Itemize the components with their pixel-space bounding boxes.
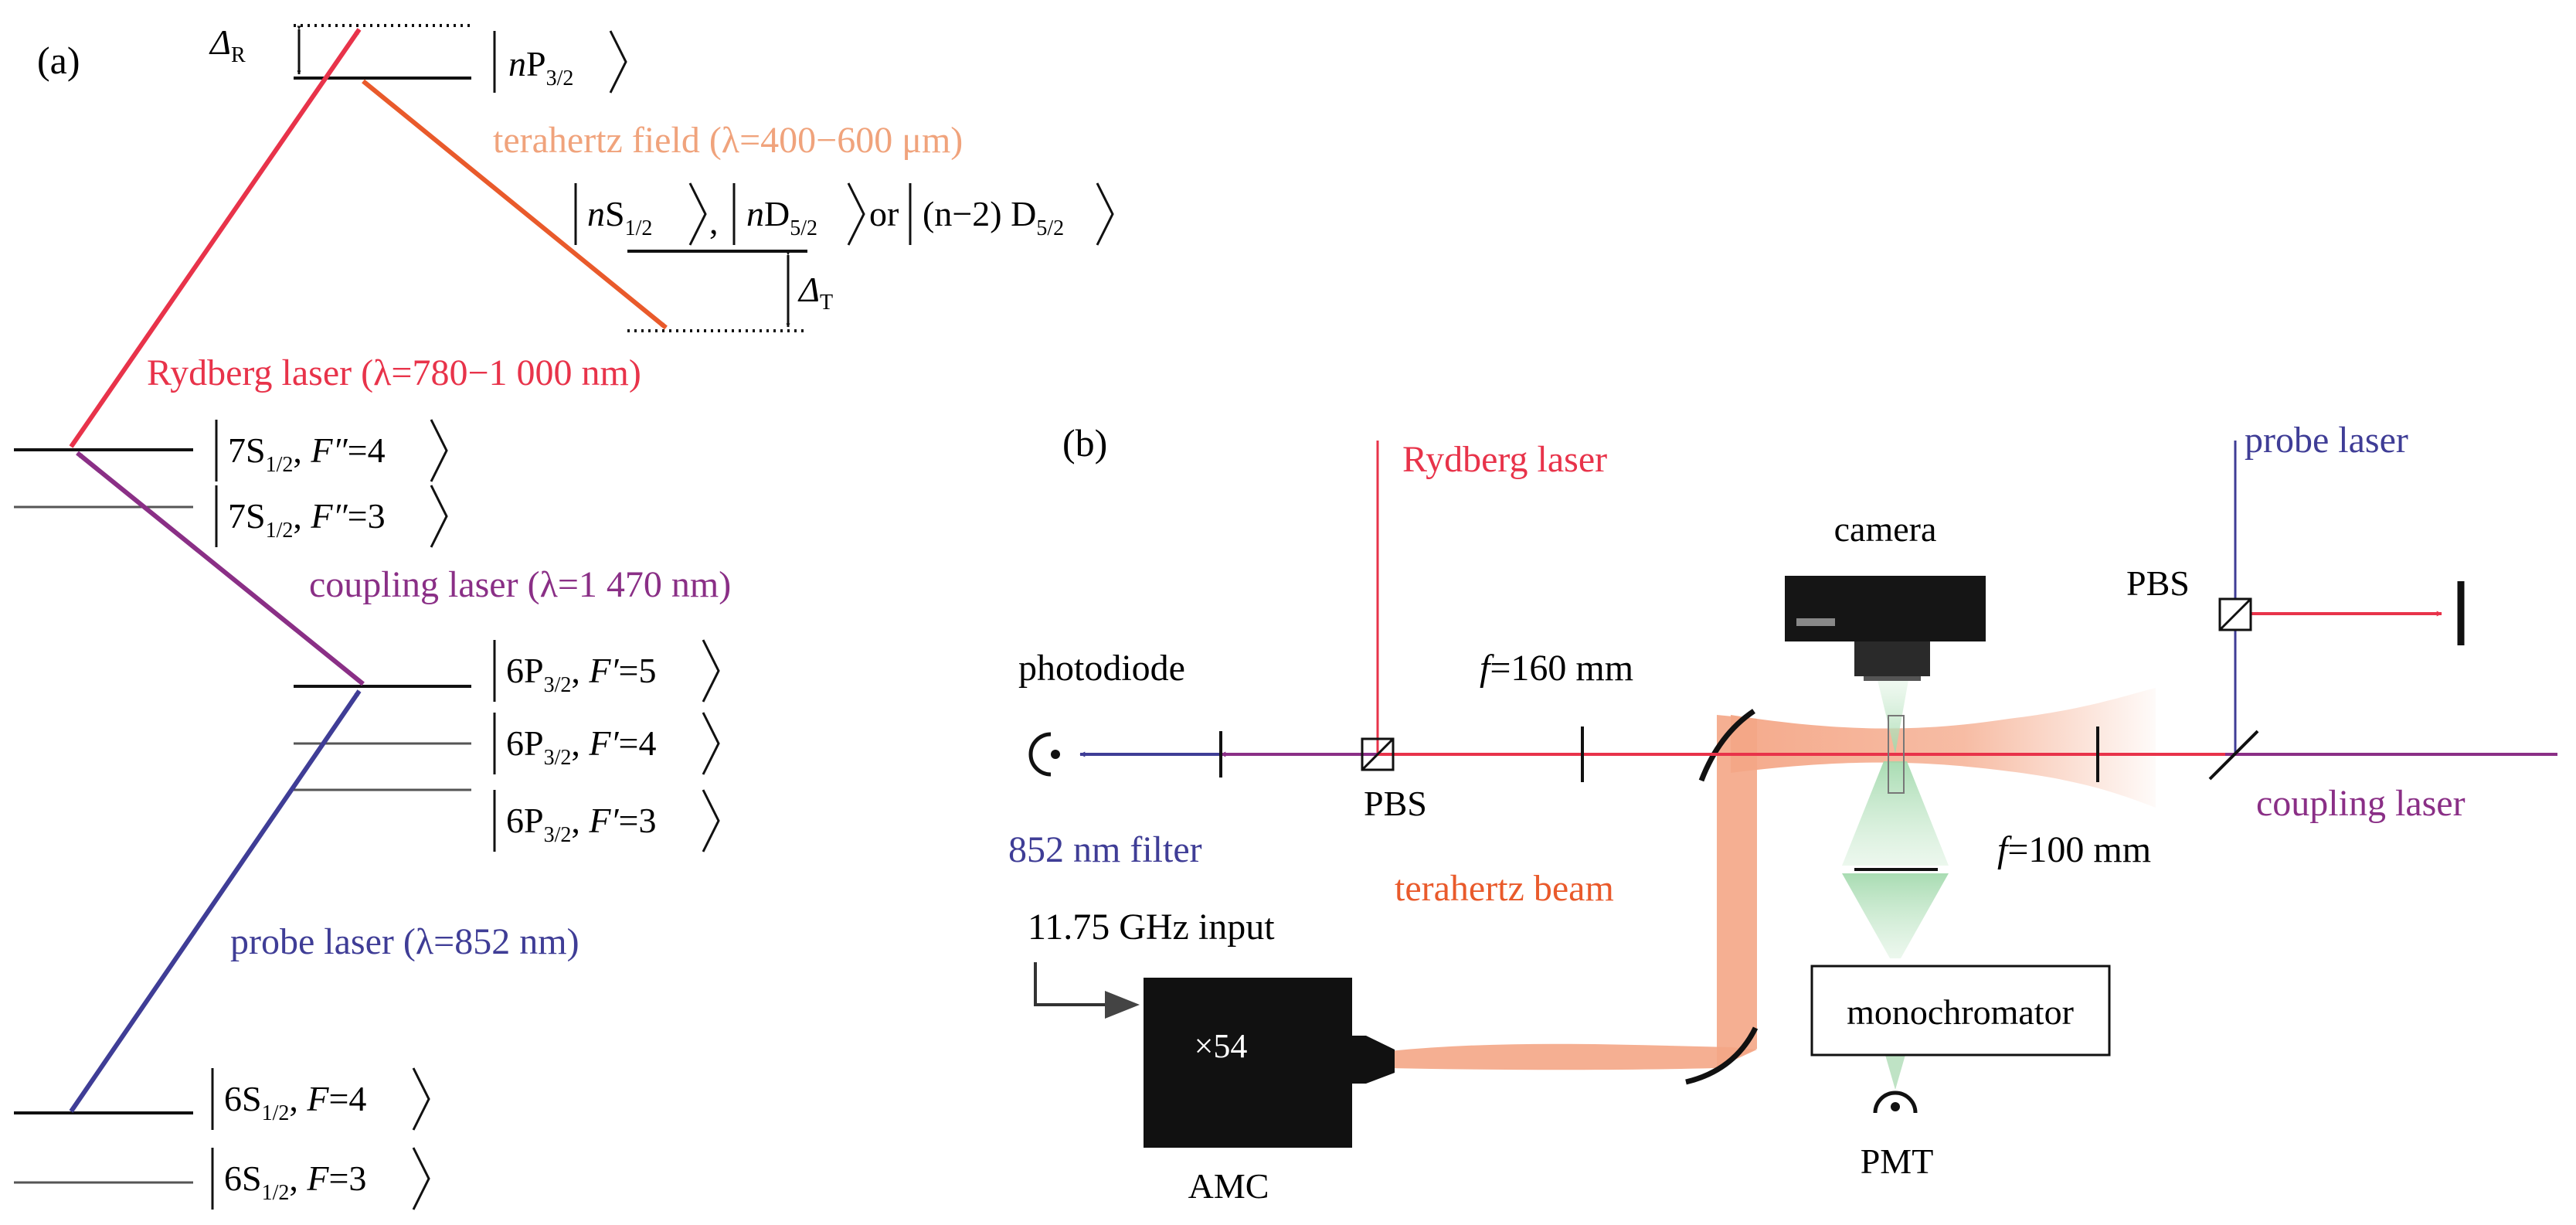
lens-f160-label: f=160 mm — [1480, 648, 1633, 689]
panel-a: (a) ΔR nP3/2 terahertz field (λ=400−600 … — [14, 22, 1114, 1210]
amc-label: AMC — [1188, 1166, 1269, 1206]
svg-text:nD5/2: nD5/2 — [746, 194, 817, 240]
pmt-label: PMT — [1861, 1142, 1934, 1181]
photodiode-device — [1028, 732, 1060, 777]
svg-text:6P3/2, F′=4: 6P3/2, F′=4 — [506, 723, 657, 770]
camera-device — [1785, 576, 1986, 681]
rydberg-laser-label-a: Rydberg laser (λ=780−1 000 nm) — [147, 352, 641, 393]
fluorescence-cone-down-2 — [1842, 873, 1949, 958]
camera-label: camera — [1834, 509, 1937, 549]
terahertz-beam-rising — [1717, 715, 1757, 1067]
state-label-6p-f3: 6P3/2, F′=3 — [493, 789, 720, 852]
pbs-left-label: PBS — [1364, 784, 1427, 823]
vapor-cell — [1888, 715, 1905, 794]
amc-horn — [1352, 1036, 1395, 1084]
probe-laser-label-a: probe laser (λ=852 nm) — [230, 921, 579, 962]
terahertz-beam-flared — [1731, 688, 2156, 808]
terahertz-transition-arrow — [362, 79, 668, 330]
svg-text:6P3/2, F′=5: 6P3/2, F′=5 — [506, 651, 657, 697]
input-label: 11.75 GHz input — [1028, 907, 1275, 948]
terahertz-beam-label: terahertz beam — [1395, 868, 1614, 909]
state-label-6p-f5: 6P3/2, F′=5 — [493, 639, 720, 703]
amc-multiplier: ×54 — [1195, 1027, 1248, 1065]
amc-box — [1144, 978, 1352, 1148]
filter-label: 852 nm filter — [1008, 829, 1202, 870]
probe-laser-label-b: probe laser — [2245, 420, 2408, 461]
pbs-cube-top — [2218, 597, 2252, 631]
state-label-6s-f3: 6S1/2, F=3 — [211, 1147, 430, 1210]
panel-b: (b) — [1008, 420, 2557, 1206]
photodiode-label: photodiode — [1018, 648, 1185, 689]
coupling-transition-arrow — [76, 451, 365, 686]
rydberg-laser-label-b: Rydberg laser — [1402, 439, 1607, 480]
state-label-6p-f4: 6P3/2, F′=4 — [493, 712, 720, 775]
panel-a-label: (a) — [37, 39, 80, 82]
pbs-top-label: PBS — [2126, 563, 2190, 603]
delta-t-label: ΔT — [797, 270, 833, 315]
svg-text:(n−2) D5/2: (n−2) D5/2 — [923, 194, 1064, 240]
terahertz-field-label: terahertz field (λ=400−600 μm) — [493, 120, 963, 161]
curved-mirror-top — [1698, 709, 1755, 782]
svg-text:,: , — [709, 202, 719, 241]
lens-f100-label: f=100 mm — [1997, 829, 2151, 870]
svg-text:nS1/2: nS1/2 — [587, 194, 652, 240]
svg-text:7S1/2, F″=4: 7S1/2, F″=4 — [228, 430, 386, 477]
monochromator-box — [1810, 965, 2111, 1057]
curved-mirror-bottom — [1685, 1026, 1759, 1085]
target-states: nS1/2 , nD5/2 or (n−2) D5/2 — [574, 182, 1114, 246]
coupling-laser-label-b: coupling laser — [2256, 783, 2466, 824]
input-line — [1034, 962, 1105, 1006]
svg-text:nP3/2: nP3/2 — [508, 44, 573, 90]
svg-text:6S1/2, F=3: 6S1/2, F=3 — [224, 1159, 366, 1205]
state-label-7s-f4: 7S1/2, F″=4 — [215, 419, 448, 482]
svg-text:7S1/2, F″=3: 7S1/2, F″=3 — [228, 496, 386, 543]
fluorescence-cone-down — [1842, 761, 1949, 866]
fluorescence-cone-up — [1878, 680, 1908, 754]
panel-b-label: (b) — [1062, 421, 1107, 464]
terahertz-beam-horizontal — [1389, 1043, 1757, 1070]
pbs-cube-left — [1361, 737, 1395, 771]
pmt-device — [1873, 1091, 1918, 1114]
coupling-laser-label-a: coupling laser (λ=1 470 nm) — [309, 564, 731, 605]
dichroic-mirror — [2208, 730, 2259, 781]
probe-transition-arrow — [69, 689, 362, 1113]
fluorescence-cone-pmt — [1885, 1055, 1905, 1090]
svg-text:6P3/2, F′=3: 6P3/2, F′=3 — [506, 801, 657, 847]
state-label-6s-f4: 6S1/2, F=4 — [211, 1067, 430, 1131]
rydberg-transition-arrow — [69, 28, 362, 448]
input-arrowhead — [1105, 991, 1140, 1019]
delta-r-label: ΔR — [209, 22, 246, 67]
state-np32: nP3/2 — [493, 30, 627, 94]
svg-text:6S1/2, F=4: 6S1/2, F=4 — [224, 1079, 366, 1125]
svg-text:or: or — [869, 194, 899, 233]
monochromator-label: monochromator — [1847, 992, 2074, 1032]
state-label-7s-f3: 7S1/2, F″=3 — [215, 485, 448, 548]
